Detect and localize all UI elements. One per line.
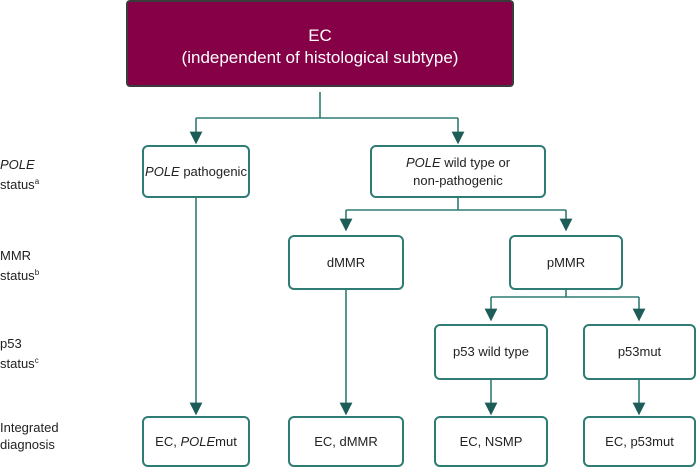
box-dmmr: dMMR [288, 235, 404, 290]
row-label-mmr-status: MMR statusb [0, 248, 40, 283]
box-p53mut: p53mut [583, 324, 696, 380]
row-label-pole-status: POLE statusa [0, 157, 40, 192]
box-p53-wild-type: p53 wild type [434, 324, 548, 380]
ec-root-box: EC (independent of histological subtype) [126, 0, 514, 87]
box-pole-pathogenic: POLE pathogenic [142, 145, 250, 198]
box-dx-dmmr: EC, dMMR [288, 416, 404, 467]
root-title: EC [308, 26, 332, 45]
box-dx-nsmp: EC, NSMP [434, 416, 548, 467]
box-dx-p53mut: EC, p53mut [583, 416, 696, 467]
row-label-p53-status: p53 statusc [0, 336, 39, 371]
box-dx-polemut: EC, POLEmut [142, 416, 250, 467]
box-pmmr: pMMR [509, 235, 623, 290]
row-label-integrated-diagnosis: Integrated diagnosis [0, 420, 59, 452]
root-subtitle: (independent of histological subtype) [181, 48, 459, 67]
